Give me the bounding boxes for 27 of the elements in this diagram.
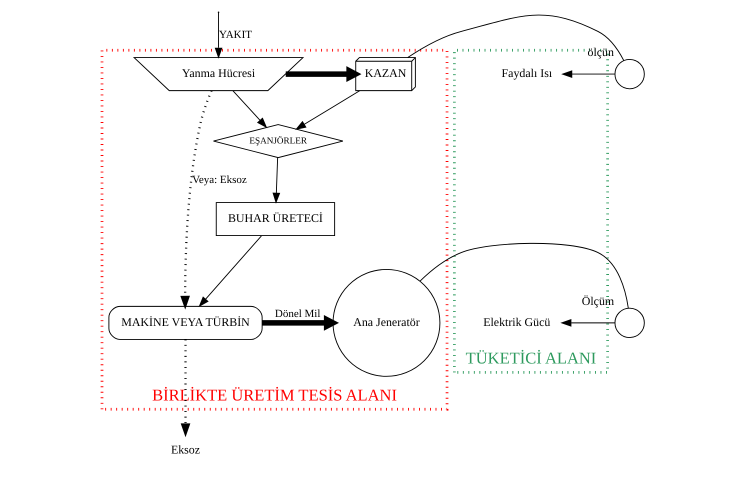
connector (420, 242, 629, 309)
edge-label: YAKIT (219, 28, 252, 41)
edge-label: Veya: Eksoz (192, 174, 247, 186)
node-label: ölçün (588, 45, 614, 60)
node-box: MAKİNE VEYA TÜRBİN (108, 306, 263, 340)
connector (407, 14, 624, 62)
node-diamond: EŞANJÖRLER (213, 124, 344, 158)
node-circle (614, 58, 645, 90)
node-text: Elektrik Gücü (483, 315, 550, 329)
arrow (262, 314, 339, 331)
arrow (295, 90, 360, 130)
arrow (286, 66, 362, 82)
arrow (198, 235, 262, 308)
node-box: BUHAR ÜRETECİ (216, 202, 336, 236)
arrow (180, 339, 190, 438)
arrow (561, 70, 616, 78)
node-label: Ölçüm (582, 294, 614, 308)
node-text: Faydalı Isı (502, 66, 552, 80)
arrow (214, 12, 222, 59)
arrow (180, 90, 212, 310)
node-circle (614, 308, 645, 338)
arrow (560, 319, 616, 327)
edge-label: Dönel Mil (274, 308, 320, 320)
node-text: Eksoz (170, 442, 200, 457)
arrow (232, 90, 268, 128)
node-circle: Ana Jeneratör (332, 268, 440, 377)
arrow (272, 157, 280, 204)
